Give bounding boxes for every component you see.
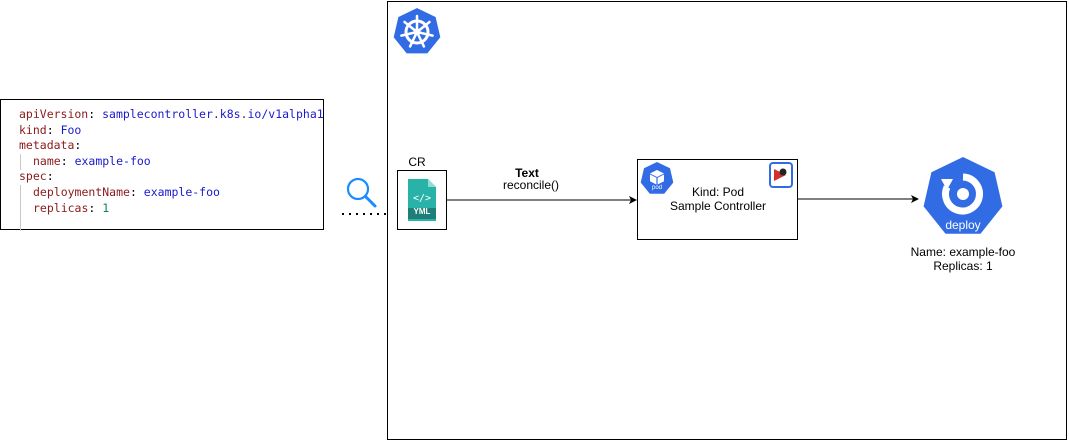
yaml-key: kind: [19, 122, 47, 137]
deployment-node[interactable]: deploy: [919, 155, 1007, 241]
yaml-colon: :: [60, 153, 75, 168]
yaml-key: metadata: [19, 138, 75, 153]
yaml-value: samplecontroller.k8s.io/v1alpha1: [102, 107, 324, 121]
deployment-name-label: Name: example-foo: [910, 245, 1016, 259]
cluster-frame: [387, 1, 1067, 440]
deployment-icon-text: deploy: [945, 218, 981, 232]
indent-guide: [20, 154, 21, 170]
controller-kind-label: Kind: Pod: [691, 185, 745, 199]
yaml-line: spec:: [19, 169, 54, 183]
yaml-value: Foo: [60, 122, 82, 137]
controller-name-label: Sample Controller: [669, 199, 767, 213]
yaml-icon-text: YML: [413, 207, 431, 216]
edge-bold-label: Text: [515, 166, 539, 180]
yaml-key: deploymentName: [33, 185, 130, 199]
indent-guide: [20, 185, 21, 231]
yaml-key: apiVersion: [19, 107, 89, 121]
yaml-colon: :: [88, 200, 103, 215]
deployment-icon: [923, 157, 1003, 234]
yaml-colon: :: [88, 107, 103, 121]
yaml-colon: :: [129, 185, 144, 199]
sample-controller-node[interactable]: pod Kind: Pod Sample Controller: [637, 159, 798, 240]
yaml-value: 1: [102, 200, 110, 215]
yaml-colon: :: [46, 122, 61, 137]
pod-icon-text: pod: [651, 185, 662, 191]
search-icon: [346, 177, 377, 208]
yaml-manifest-panel: apiVersion: samplecontroller.k8s.io/v1al…: [0, 99, 324, 231]
yaml-line: deploymentName: example-foo: [33, 185, 220, 199]
yaml-line: kind: Foo: [19, 123, 81, 137]
pod-icon: [640, 162, 674, 194]
edge-reconcile-label: reconcile(): [502, 178, 559, 192]
cr-node[interactable]: </> YML: [397, 170, 447, 230]
yaml-value: example-foo: [74, 153, 151, 168]
yaml-file-icon: </>: [408, 179, 436, 221]
kubernetes-logo-icon: [391, 5, 443, 56]
yaml-line: apiVersion: samplecontroller.k8s.io/v1al…: [19, 107, 324, 121]
yaml-line: replicas: 1: [33, 201, 109, 215]
cr-label: CR: [408, 155, 426, 169]
yaml-key: replicas: [33, 200, 89, 215]
yaml-colon: :: [46, 169, 54, 184]
yaml-value: example-foo: [143, 185, 220, 199]
code-brackets-icon: </>: [413, 193, 431, 204]
deployment-replicas-label: Replicas: 1: [933, 259, 993, 273]
yaml-key: spec: [19, 169, 47, 184]
yaml-line: name: example-foo: [33, 154, 151, 168]
yaml-key: name: [33, 153, 61, 168]
yaml-colon: :: [74, 138, 82, 153]
dotted-connector: [342, 213, 388, 215]
yaml-line: metadata:: [19, 138, 81, 152]
controller-badge-icon: [769, 162, 793, 188]
